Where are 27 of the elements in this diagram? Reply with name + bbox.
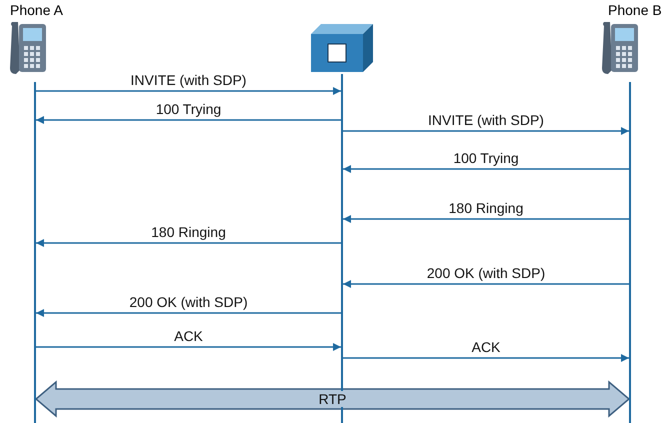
participant-name: Phone B xyxy=(608,2,662,18)
message-arrow xyxy=(36,239,341,247)
message-arrow xyxy=(343,165,629,173)
message-label: 200 OK (with SDP) xyxy=(129,294,248,310)
participant-name: Phone A xyxy=(10,2,63,18)
message-label: 100 Trying xyxy=(453,150,519,166)
message-arrow xyxy=(343,280,629,288)
message-label: INVITE (with SDP) xyxy=(130,72,246,88)
message-label: ACK xyxy=(174,328,203,344)
message-arrow xyxy=(343,215,629,223)
message-arrow xyxy=(36,116,341,124)
message-label: 100 Trying xyxy=(156,101,222,117)
lifeline xyxy=(34,82,36,423)
message-label: ACK xyxy=(472,339,500,355)
message-arrow xyxy=(36,87,341,95)
message-label: 180 Ringing xyxy=(151,224,226,240)
server-cube-icon xyxy=(311,24,373,72)
message-label: INVITE (with SDP) xyxy=(428,112,544,128)
message-label: 180 Ringing xyxy=(448,200,524,216)
message-label: 200 OK (with SDP) xyxy=(426,265,546,281)
message-arrow xyxy=(343,354,629,362)
message-arrow xyxy=(343,127,629,135)
message-arrow xyxy=(36,343,341,351)
lifeline xyxy=(629,82,631,423)
message-arrow xyxy=(36,309,341,317)
lifeline xyxy=(341,74,343,423)
media-stream-arrow xyxy=(34,380,630,418)
